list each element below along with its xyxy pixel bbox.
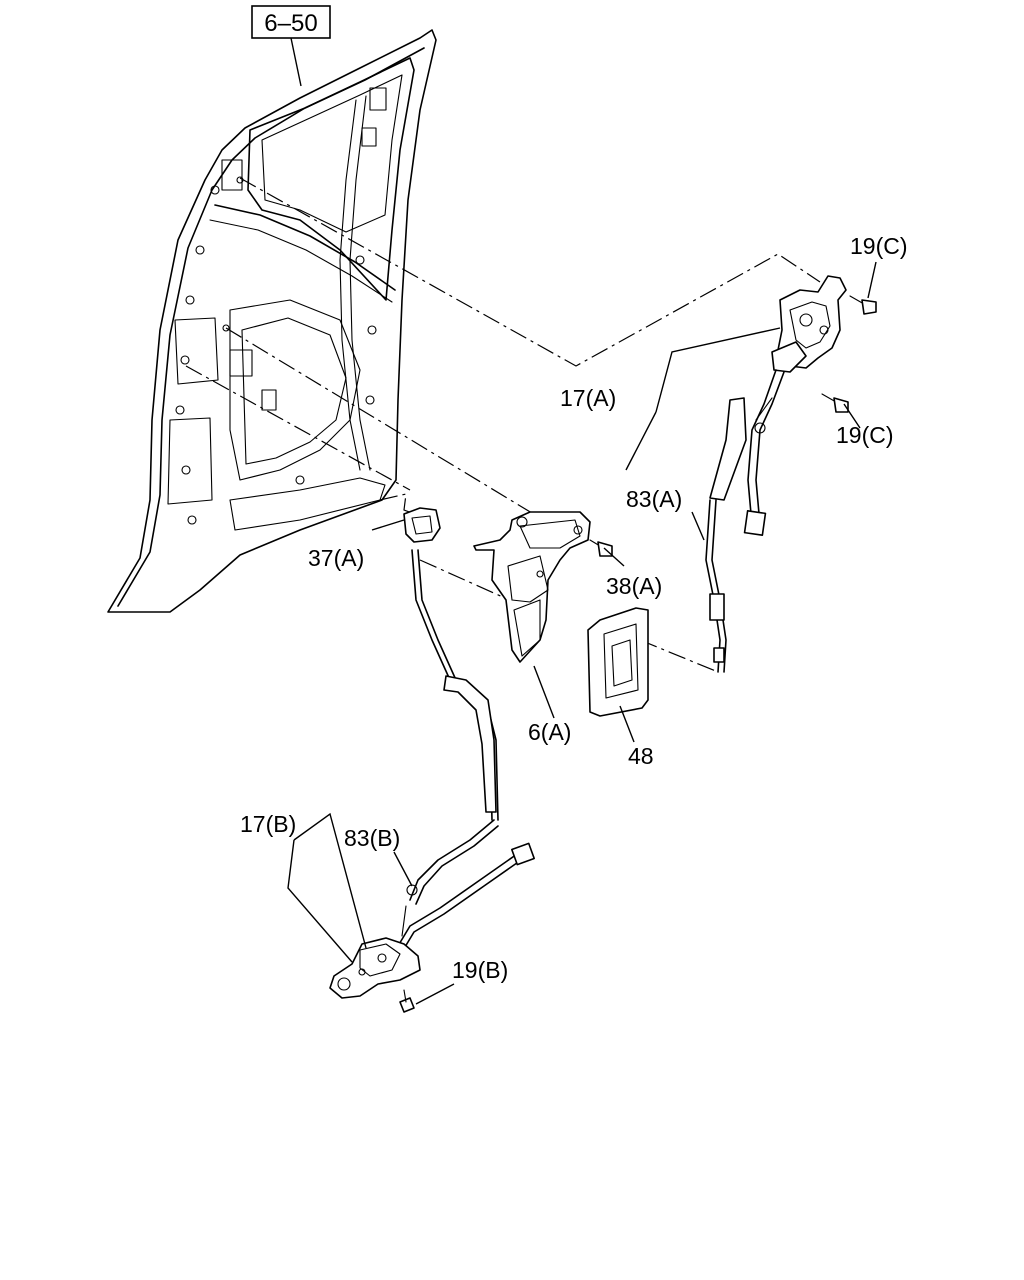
- bolt-19c-upper: [849, 295, 877, 315]
- lower-latch: [329, 937, 421, 999]
- label-6a: 6(A): [528, 719, 571, 745]
- upper-rod-cable: [705, 369, 785, 673]
- bolt-19c-lower: [821, 393, 849, 413]
- label-17b: 17(B): [240, 811, 296, 837]
- door-inner-panel: [107, 29, 437, 613]
- label-17a: 17(A): [560, 385, 616, 411]
- reference-box-label: 6–50: [264, 10, 317, 37]
- leader-lines: [287, 261, 877, 1005]
- reference-box: 6–50: [251, 5, 331, 87]
- label-83a: 83(A): [626, 486, 682, 512]
- lower-rod-cable: [397, 549, 535, 953]
- part-labels: 19(C) 17(A) 19(C) 83(A) 37(A) 38(A) 6(A)…: [240, 233, 908, 983]
- bolt-19b: [399, 989, 415, 1013]
- label-48: 48: [628, 743, 654, 769]
- label-19c-lower: 19(C): [836, 422, 894, 448]
- bracket-37a: [403, 507, 441, 543]
- escutcheon-48: [587, 607, 649, 717]
- connection-lines: [185, 177, 821, 673]
- label-19c-upper: 19(C): [850, 233, 908, 259]
- upper-latch: [771, 275, 847, 373]
- inside-handle: [473, 511, 591, 663]
- label-83b: 83(B): [344, 825, 400, 851]
- label-19b: 19(B): [452, 957, 508, 983]
- label-37a: 37(A): [308, 545, 364, 571]
- label-38a: 38(A): [606, 573, 662, 599]
- screw-38a: [589, 539, 613, 557]
